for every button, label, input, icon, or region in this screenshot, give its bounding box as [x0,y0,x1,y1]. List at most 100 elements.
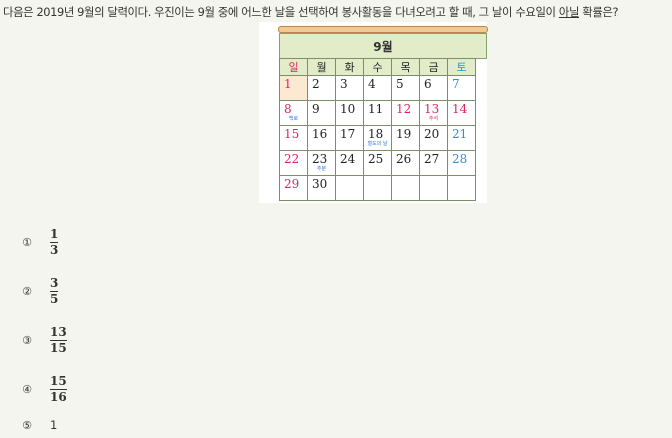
calendar-day-number: 5 [396,77,404,91]
calendar-day-number: 6 [424,77,432,91]
calendar-day-number: 28 [452,152,468,166]
calendar-day-number: 25 [368,152,384,166]
calendar-day-number: 27 [424,152,440,166]
calendar-day-cell: 10 [335,100,364,126]
choice-3-mark: ③ [22,334,32,347]
calendar-day-number: 29 [284,177,300,191]
calendar-day-number: 4 [368,77,376,91]
weekday-header: 금 [419,58,448,76]
choice-3-denominator: 15 [50,341,67,355]
calendar-day-number: 30 [312,177,328,191]
calendar-day-number: 22 [284,152,300,166]
choice-2[interactable]: ② 3 5 [20,276,59,306]
choice-2-numerator: 3 [50,276,59,290]
calendar-day-number: 23 [312,152,328,166]
calendar-day-number: 11 [368,102,384,116]
calendar-day-number: 10 [340,102,356,116]
calendar-day-number [392,176,419,178]
calendar-day-cell: 5 [391,75,420,101]
calendar-day-cell: 28 [447,150,476,176]
calendar-day-cell: 24 [335,150,364,176]
fraction-bar [50,340,67,341]
calendar-day-number: 7 [452,77,460,91]
calendar-day-cell [363,175,392,201]
calendar-day-cell: 19 [391,125,420,151]
calendar-day-cell: 25 [363,150,392,176]
calendar-day-cell: 30 [307,175,336,201]
calendar-day-cell: 3 [335,75,364,101]
calendar-day-cell: 7 [447,75,476,101]
weekday-header: 목 [391,58,420,76]
calendar-day-number: 26 [396,152,412,166]
calendar-month-title: 9월 [279,33,487,59]
weekday-header: 월 [307,58,336,76]
calendar-day-cell: 20 [419,125,448,151]
calendar-roller [278,26,488,33]
calendar-day-number: 13 [424,102,440,116]
calendar-day-cell: 21 [447,125,476,151]
question-text: 다음은 2019년 9월의 달력이다. 우진이는 9월 중에 어느한 날을 선택… [3,4,619,20]
weekday-header: 수 [363,58,392,76]
calendar-day-number: 20 [424,127,440,141]
calendar-day-cell: 9 [307,100,336,126]
calendar-day-number: 2 [312,77,320,91]
calendar-day-cell: 27 [419,150,448,176]
calendar-day-number: 16 [312,127,328,141]
weekday-header: 일 [279,58,308,76]
calendar-day-cell: 22 [279,150,308,176]
calendar-day-number [364,176,391,178]
choice-2-denominator: 5 [50,292,59,306]
choice-5[interactable]: ⑤ 1 [20,418,57,432]
question-text-before: 다음은 2019년 9월의 달력이다. 우진이는 9월 중에 어느한 날을 선택… [3,5,559,19]
calendar-day-cell: 29 [279,175,308,201]
choice-4[interactable]: ④ 15 16 [20,375,67,404]
choice-3[interactable]: ③ 13 15 [20,326,67,355]
calendar-day-number: 12 [396,102,412,116]
calendar-day-cell: 11 [363,100,392,126]
calendar-day-cell [335,175,364,201]
choice-1-denominator: 3 [50,243,59,257]
calendar-day-number [420,176,447,178]
question-text-after: 확률은? [579,5,619,19]
choice-1-fraction: 1 3 [50,228,59,257]
calendar-day-cell: 14 [447,100,476,126]
calendar-week-row: 29 30 [279,175,476,201]
calendar-day-number: 1 [284,77,292,91]
calendar-day-number [336,176,363,178]
choice-1[interactable]: ① 1 3 [20,228,59,257]
calendar-day-note: 철도의 날 [367,141,388,147]
calendar-day-number: 21 [452,127,468,141]
choice-2-fraction: 3 5 [50,276,59,306]
weekday-header: 토 [447,58,476,76]
choice-4-denominator: 16 [50,390,67,404]
calendar-day-cell: 6 [419,75,448,101]
fraction-bar [50,389,67,390]
fraction-bar [50,242,59,243]
calendar-day-number: 24 [340,152,356,166]
weekday-header: 화 [335,58,364,76]
calendar-day-number: 9 [312,102,320,116]
choice-3-numerator: 13 [50,325,67,339]
calendar-day-number [448,176,475,178]
calendar-day-cell: 4 [363,75,392,101]
calendar-day-cell [447,175,476,201]
choice-4-mark: ④ [22,383,32,396]
calendar-day-number: 3 [340,77,348,91]
calendar-week-row: 1 2 3 4 5 6 7 [279,75,476,101]
choice-5-value: 1 [50,418,58,432]
calendar-day-cell: 17 [335,125,364,151]
choice-4-numerator: 15 [50,374,67,388]
calendar-day-number: 17 [340,127,356,141]
calendar-day-number: 18 [368,127,384,141]
choice-1-mark: ① [22,236,32,249]
calendar-day-cell: 16 [307,125,336,151]
